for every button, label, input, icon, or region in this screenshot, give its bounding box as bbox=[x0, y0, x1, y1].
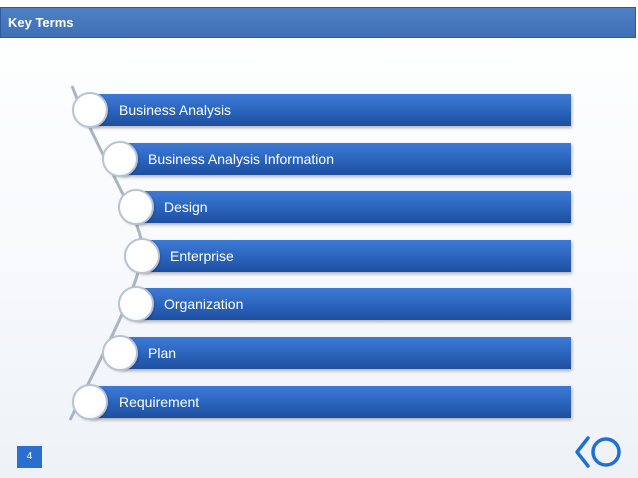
term-bullet-circle bbox=[72, 92, 108, 128]
term-bar-plan: Plan bbox=[120, 337, 571, 369]
term-label: Design bbox=[164, 199, 208, 215]
term-label: Requirement bbox=[119, 394, 200, 410]
term-label: Organization bbox=[164, 296, 244, 312]
term-bar-design: Design bbox=[136, 191, 571, 223]
page-number: 4 bbox=[17, 446, 42, 468]
term-bullet-circle bbox=[72, 384, 108, 420]
term-bar-enterprise: Enterprise bbox=[142, 240, 571, 272]
term-label: Business Analysis bbox=[119, 102, 232, 118]
term-bullet-circle bbox=[118, 286, 154, 322]
slide-title-bar: Key Terms bbox=[0, 7, 636, 38]
term-bullet-circle bbox=[118, 189, 154, 225]
term-bullet-circle bbox=[102, 335, 138, 371]
term-bullet-circle bbox=[124, 238, 160, 274]
slide-title: Key Terms bbox=[8, 15, 74, 30]
term-label: Plan bbox=[148, 345, 177, 361]
term-bar-organization: Organization bbox=[136, 288, 571, 320]
company-logo-icon bbox=[575, 436, 621, 468]
term-label: Business Analysis Information bbox=[148, 151, 334, 167]
term-bar-business-analysis: Business Analysis bbox=[90, 94, 571, 126]
term-label: Enterprise bbox=[170, 248, 234, 264]
term-bullet-circle bbox=[102, 141, 138, 177]
term-bar-business-analysis-information: Business Analysis Information bbox=[120, 143, 571, 175]
term-bar-requirement: Requirement bbox=[90, 386, 571, 418]
